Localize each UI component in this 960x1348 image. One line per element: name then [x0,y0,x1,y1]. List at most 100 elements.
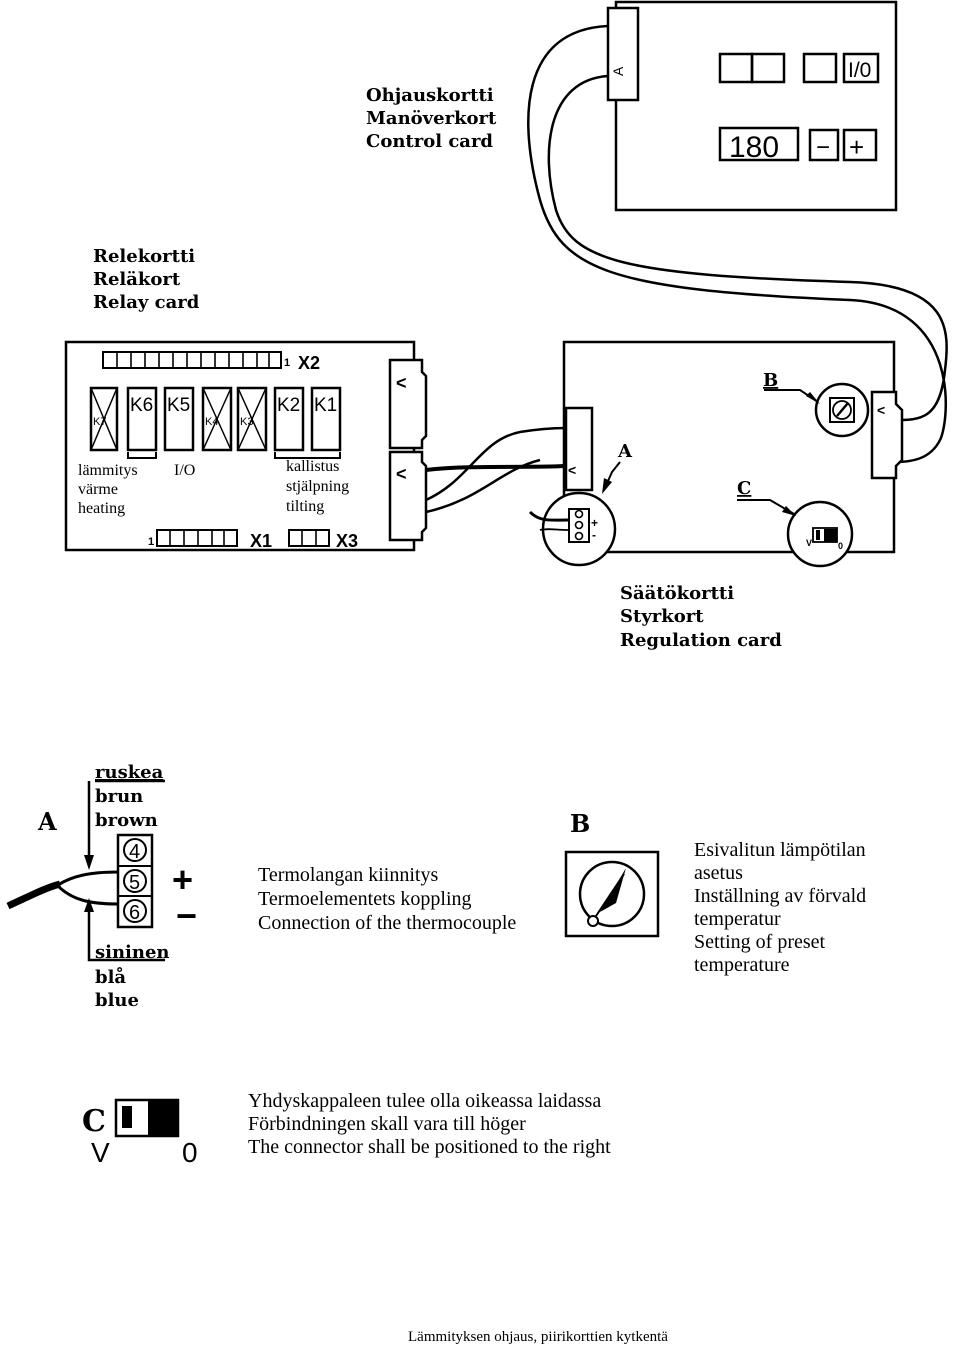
plus-button-label: + [849,132,864,162]
detail-b-desc-en-2: temperature [694,954,790,976]
callout-a-label: A [617,441,633,462]
blue-label-en: blue [95,990,139,1011]
detail-b-desc-fi-2: asetus [694,862,743,884]
control-card-title: Ohjauskortti Manöverkort Control card [366,85,497,152]
terminal-5: 5 [129,872,140,894]
heating-label-sv: värme [78,481,118,498]
indicator-box-2 [750,52,786,84]
relay-k5: K5 [163,386,195,452]
power-button-label: I/0 [848,59,871,82]
relay-card-title: Relekortti Reläkort Relay card [93,246,200,313]
relay-k5-label: K5 [167,395,190,416]
regulation-left-connector: < [564,406,594,492]
relay-card: 1 X2 K7 K6 K5 K4 K3 [64,340,428,552]
relay-card-title-sv: Reläkort [93,269,181,290]
detail-c-v-label: V [91,1137,110,1168]
power-button[interactable] [842,52,880,84]
tilting-label-fi: kallistus [286,458,339,475]
svg-text:<: < [396,373,407,393]
control-card: A I/0 180 − + [606,0,898,212]
brown-label-en: brown [95,810,158,831]
detail-a-desc-sv: Termoelementets koppling [258,888,472,910]
page-caption: Lämmityksen ohjaus, piirikorttien kytken… [408,1329,668,1345]
minus-button[interactable] [808,128,840,162]
regulation-card-title-en: Regulation card [620,630,782,651]
temperature-display-value: 180 [729,131,779,164]
terminal-6: 6 [129,902,140,924]
detail-a-letter: A [37,807,57,836]
relay-k3-label: K3 [240,416,253,428]
relay-k3: K3 [236,386,268,452]
relay-k7: K7 [89,386,119,452]
indicator-box-3 [802,52,838,84]
brown-label-sv: brun [95,786,143,807]
detail-a-desc-en: Connection of the thermocouple [258,912,516,934]
terminal-plus-small: + [591,516,598,530]
terminal-plus: + [172,859,193,900]
ribbon-cable [527,24,948,464]
regulation-card-title-sv: Styrkort [620,606,704,627]
relay-to-regulation-cable [425,426,567,514]
detail-c-desc-en: The connector shall be positioned to the… [248,1136,611,1158]
x2-connector [102,351,282,369]
x3-connector [288,529,330,547]
relay-card-title-fi: Relekortti [93,246,195,267]
tilting-label-en: tilting [286,498,324,515]
regulation-card: < < B V 0 C + - A [528,340,904,568]
heating-label-en: heating [78,500,125,517]
detail-b-desc-sv-2: temperatur [694,908,781,930]
detail-c-zero-label: 0 [182,1137,198,1168]
svg-text:<: < [396,464,407,484]
x1-pin-number: 1 [148,536,154,548]
relay-k2: K2 [273,386,305,452]
terminal-minus-small: - [592,528,596,542]
relay-k4: K4 [201,386,233,452]
blue-label-sv: blå [95,965,126,988]
blue-label-fi: sininen [95,942,170,963]
svg-text:<: < [877,402,885,418]
x2-label: X2 [298,353,320,373]
tilting-brace [274,452,341,459]
detail-b-letter: B [570,809,590,838]
relay-card-title-en: Relay card [93,292,200,313]
switch-v-small: V [806,538,812,548]
plus-button[interactable] [842,128,878,162]
x1-label: X1 [250,531,272,551]
x2-pin-number: 1 [284,357,290,369]
detail-b-desc-fi-1: Esivalitun lämpötilan [694,839,866,861]
io-label: I/O [174,462,195,479]
relay-k2-label: K2 [277,395,300,416]
brown-label-fi: ruskea [95,762,164,783]
heating-label-fi: lämmitys [78,462,138,479]
relay-right-connector-top: < [388,358,428,450]
x1-connector [156,529,238,547]
relay-right-connector-bottom: < [388,450,428,542]
control-card-title-fi: Ohjauskortti [366,85,494,106]
detail-c-desc-fi: Yhdyskappaleen tulee olla oikeassa laida… [248,1090,601,1112]
detail-b: B Esivalitun lämpötilan asetus Inställni… [564,809,866,976]
control-card-connector [606,6,640,102]
detail-b-desc-sv-1: Inställning av förvald [694,885,866,907]
relay-k6-label: K6 [130,395,153,416]
control-card-title-sv: Manöverkort [366,108,497,129]
callout-b-label: B [763,370,778,391]
relay-k6: K6 [126,386,158,452]
detail-a: A ruskea brun brown 4 5 6 + − sininen bl… [6,762,516,1011]
regulation-card-title: Säätökortti Styrkort Regulation card [620,583,782,651]
svg-text:<: < [568,462,576,478]
regulation-card-title-fi: Säätökortti [620,583,734,604]
indicator-box-1 [718,52,754,84]
callout-c-label: C [737,478,751,499]
x3-label: X3 [336,531,358,551]
temperature-display [718,126,800,162]
control-connector-label: A [610,66,626,76]
minus-button-label: − [816,134,830,161]
relay-k1-label: K1 [314,395,337,416]
control-card-title-en: Control card [366,131,493,152]
relay-k4-label: K4 [205,416,218,428]
potentiometer-symbol [564,850,660,938]
heating-brace [127,452,157,459]
terminal-minus: − [176,895,197,936]
detail-c-letter: C [82,1104,106,1139]
